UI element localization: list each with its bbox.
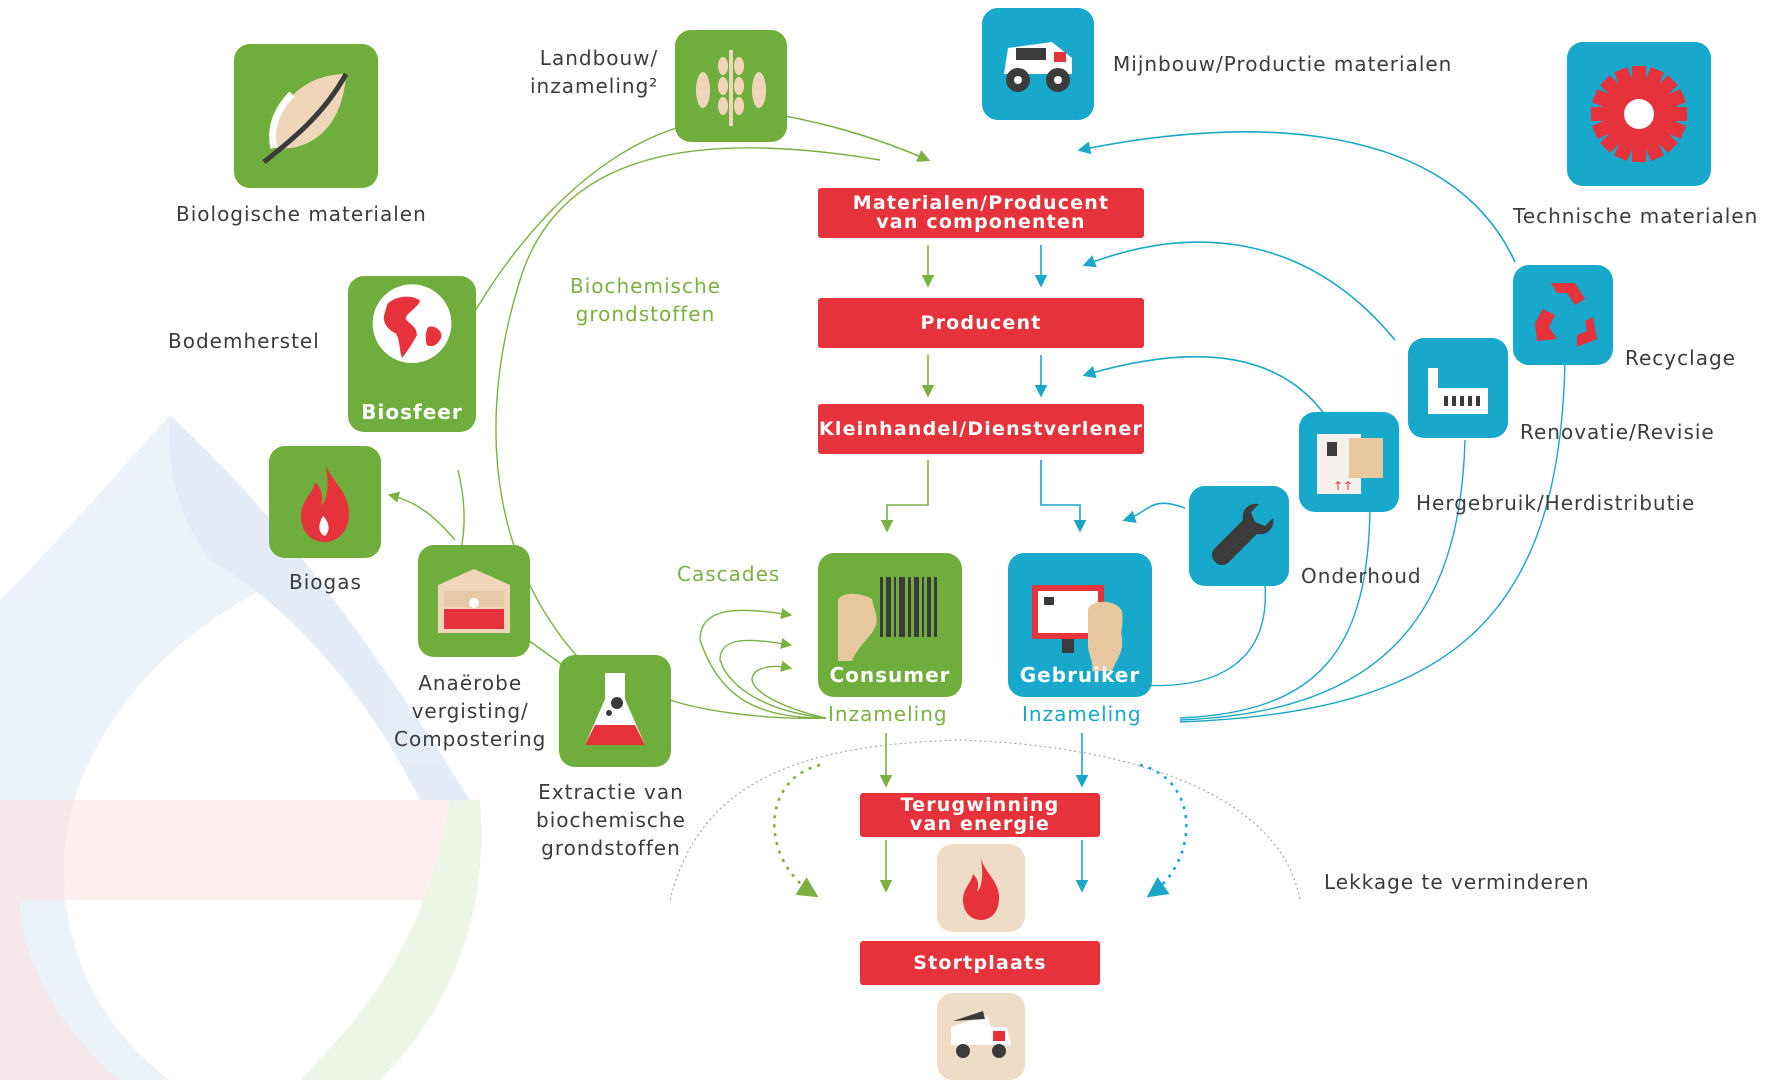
label-inzameling-consumer: Inzameling (828, 702, 948, 726)
box-materialen-producent-label: Materialen/Producent van componenten (852, 192, 1110, 233)
box-terugwinning: Terugwinning van energie (860, 793, 1100, 837)
factory-icon (1408, 338, 1508, 438)
biosphere-globe-icon: Biosfeer (348, 276, 476, 432)
farming-icon (675, 30, 787, 142)
box-stortplaats: Stortplaats (860, 941, 1100, 985)
user-computer-icon: Gebruiker (1008, 553, 1152, 697)
recycle-icon (1513, 265, 1613, 365)
label-bodemherstel: Bodemherstel (168, 329, 320, 353)
flask-icon (559, 655, 671, 767)
box-producent: Producent (818, 298, 1144, 348)
box-producent-label: Producent (920, 311, 1042, 334)
consumer-icon: Consumer (818, 553, 962, 697)
label-biochemische-grondstoffen: Biochemische grondstoffen (570, 274, 721, 326)
box-materialen-producent: Materialen/Producent van componenten (818, 188, 1144, 238)
label-recyclage: Recyclage (1625, 346, 1736, 370)
label-technische-materialen: Technische materialen (1513, 204, 1759, 228)
composting-icon (418, 545, 530, 657)
wrench-icon (1189, 486, 1289, 586)
box-kleinhandel-label: Kleinhandel/Dienstverlener (818, 417, 1144, 440)
label-biogas: Biogas (289, 570, 362, 594)
leaf-icon (234, 44, 378, 188)
background-logo (0, 415, 482, 1080)
label-extractie: Extractie van biochemische grondstoffen (536, 780, 686, 860)
label-inzameling-gebruiker: Inzameling (1022, 702, 1142, 726)
mining-truck-icon (982, 8, 1094, 120)
boxes-icon: ↑↑ (1299, 412, 1399, 512)
gebruiker-caption: Gebruiker (1019, 663, 1141, 687)
label-renovatie: Renovatie/Revisie (1520, 420, 1715, 444)
label-landbouw: Landbouw/ inzameling² (530, 46, 659, 98)
label-mijnbouw: Mijnbouw/Productie materialen (1113, 52, 1453, 76)
biosfeer-caption: Biosfeer (361, 400, 463, 424)
box-kleinhandel: Kleinhandel/Dienstverlener (818, 404, 1144, 454)
label-onderhoud: Onderhoud (1301, 564, 1422, 588)
box-terugwinning-label: Terugwinning van energie (900, 794, 1060, 835)
svg-text:↑↑: ↑↑ (1333, 479, 1353, 493)
consumer-caption: Consumer (829, 663, 951, 687)
label-cascades: Cascades (677, 562, 781, 586)
energy-flame-icon (937, 844, 1025, 932)
label-biologische-materialen: Biologische materialen (176, 202, 427, 226)
label-lekkage: Lekkage te verminderen (1324, 870, 1590, 894)
label-anaerobe: Anaërobe vergisting/ Compostering (394, 671, 547, 751)
dump-truck-icon (937, 993, 1025, 1080)
biogas-flame-icon (269, 446, 381, 558)
label-hergebruik: Hergebruik/Herdistributie (1416, 491, 1696, 515)
box-stortplaats-label: Stortplaats (913, 951, 1047, 974)
gear-icon (1567, 42, 1711, 186)
